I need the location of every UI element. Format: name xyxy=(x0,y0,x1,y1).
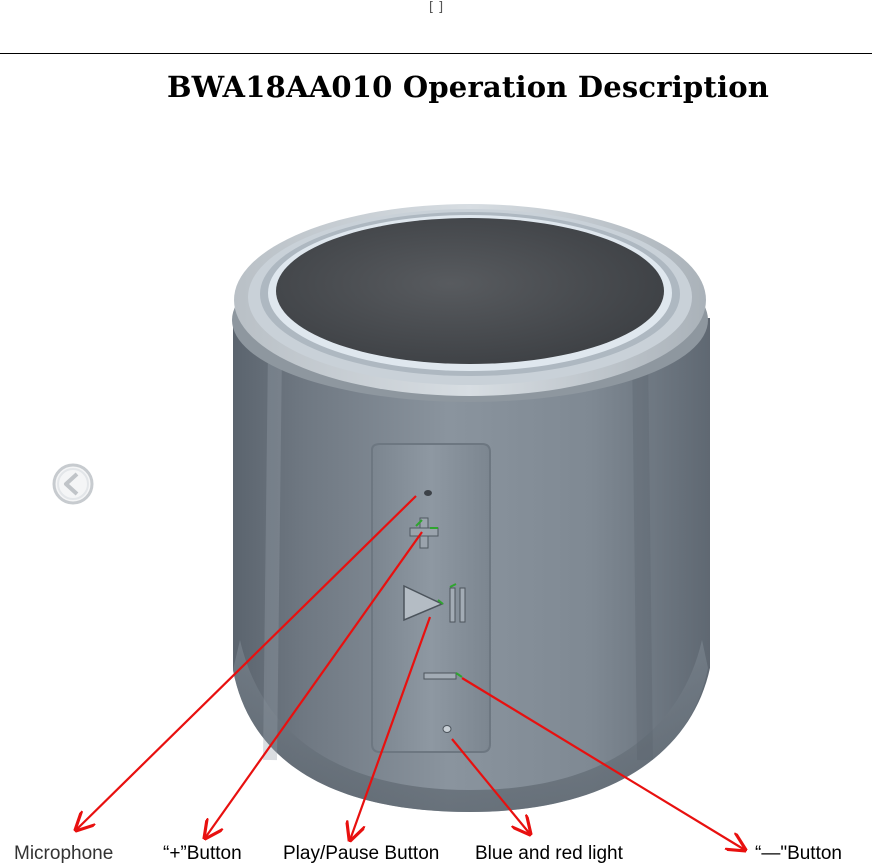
arrow-plus-button xyxy=(205,531,423,838)
speaker-top xyxy=(232,204,708,402)
page-title: BWA18AA010 Operation Description xyxy=(166,70,770,104)
callout-arrows xyxy=(76,495,745,850)
arrow-minus-button xyxy=(461,677,745,850)
label-microphone: Microphone xyxy=(14,843,114,864)
speaker-grille xyxy=(276,218,664,364)
play-pause-icon xyxy=(403,583,466,623)
label-play-pause-button: Play/Pause Button xyxy=(283,843,440,864)
arrow-light xyxy=(451,738,530,834)
microphone-hole xyxy=(424,490,432,496)
control-panel xyxy=(371,443,491,753)
arrow-play-pause xyxy=(350,616,432,840)
chevron-left-icon[interactable] xyxy=(50,461,96,507)
label-light: Blue and red light xyxy=(475,843,623,864)
header-mark: [ ] xyxy=(428,0,444,15)
header-rule xyxy=(0,53,872,54)
minus-icon xyxy=(423,672,463,680)
label-plus-button: “+”Button xyxy=(163,843,242,864)
label-minus-button: “—"Button xyxy=(755,843,843,864)
indicator-light xyxy=(442,725,452,733)
arrow-microphone xyxy=(76,495,417,830)
